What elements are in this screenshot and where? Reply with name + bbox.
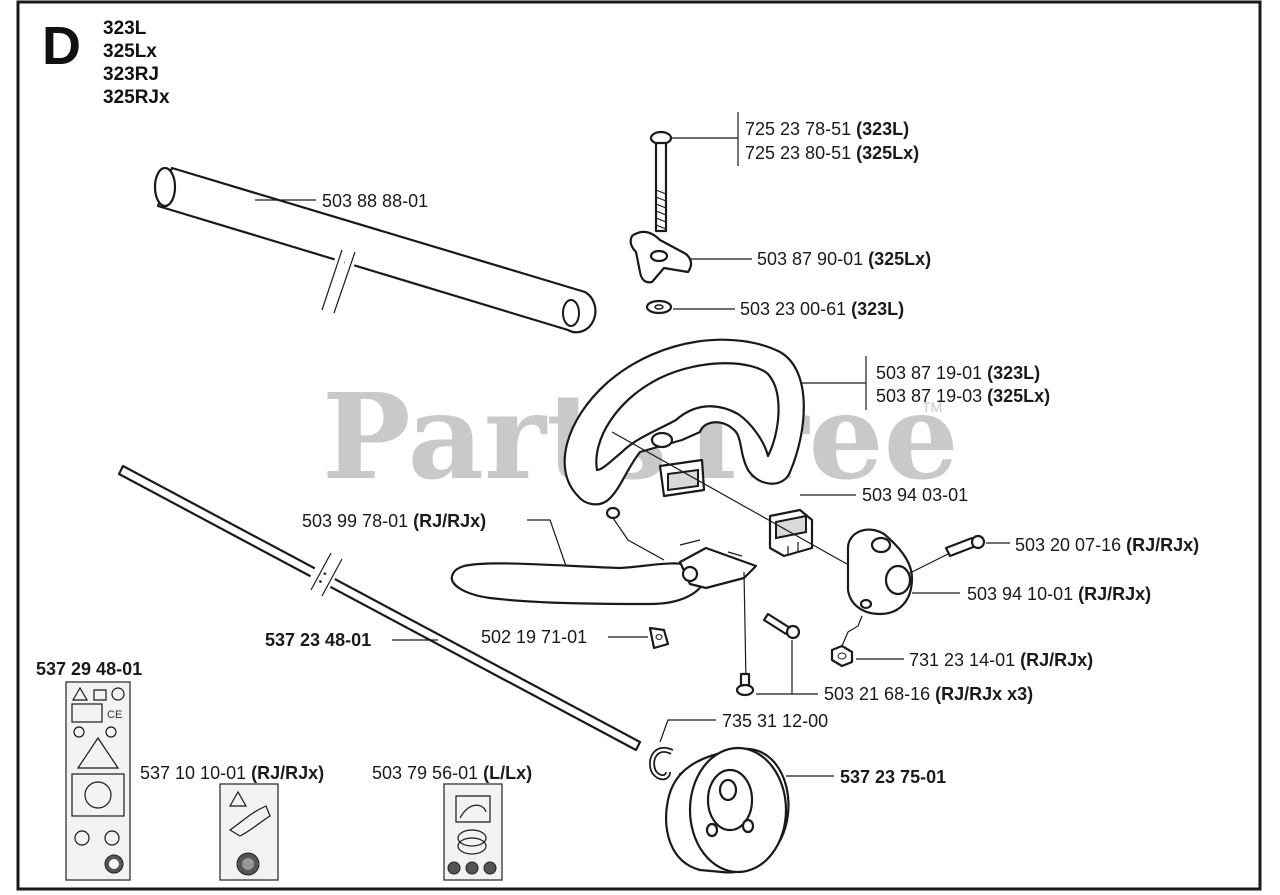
screw-short-drawing: [735, 672, 755, 697]
shaft-drawing: [117, 464, 642, 752]
label-bolt-323l: 725 23 78-51 (323L): [745, 119, 909, 139]
label-decal-l: 503 79 56-01 (L/Lx): [372, 763, 532, 783]
label-handle-323l: 503 87 19-01 (323L): [876, 363, 1040, 383]
bolt-drawing: [649, 130, 673, 233]
tube-drawing: [153, 166, 597, 334]
label-decal-main: 537 29 48-01: [36, 659, 142, 679]
rj-handle-leader: [527, 519, 567, 567]
assembly-axis: [611, 431, 855, 569]
watermark-tm: TM: [922, 399, 942, 415]
bolt-leader: [672, 112, 739, 166]
label-screw-top: 503 20 07-16 (RJ/RJx): [1015, 535, 1199, 555]
label-bolt-325lx: 725 23 80-51 (325Lx): [745, 143, 919, 163]
circlip-drawing: [649, 747, 674, 781]
label-bracket: 503 94 10-01 (RJ/RJx): [967, 584, 1151, 604]
washer-drawing: [645, 299, 673, 315]
label-clamp: 503 94 03-01: [862, 485, 968, 505]
label-tube: 503 88 88-01: [322, 191, 428, 211]
screw-top-drawing: [907, 534, 986, 575]
label-square-nut: 502 19 71-01: [481, 627, 587, 647]
rj-handle-drawing: [450, 506, 758, 606]
label-circlip: 735 31 12-00: [722, 711, 828, 731]
decal-ce-mark: CE: [107, 709, 122, 721]
label-decal-rj: 537 10 10-01 (RJ/RJx): [140, 763, 324, 783]
decal-main-drawing: CE: [65, 681, 131, 881]
section-letter: D: [42, 16, 81, 76]
rj-handle-guides: [612, 517, 747, 683]
model-1: 323L: [103, 18, 147, 39]
label-handle-325lx: 503 87 19-03 (325Lx): [876, 386, 1050, 406]
screws-leader: [756, 640, 818, 695]
loop-handle-drawing: [563, 338, 805, 506]
model-4: 325RJx: [103, 87, 170, 108]
model-3: 323RJ: [103, 64, 159, 85]
label-washer: 503 23 00-61 (323L): [740, 299, 904, 319]
label-shaft: 537 23 48-01: [265, 630, 371, 650]
label-wing-knob: 503 87 90-01 (325Lx): [757, 249, 931, 269]
label-nut: 731 23 14-01 (RJ/RJx): [909, 650, 1093, 670]
square-nut-drawing: [648, 626, 670, 650]
label-screws: 503 21 68-16 (RJ/RJx x3): [824, 684, 1033, 704]
diagram-border: [16, 0, 1262, 891]
model-2: 325Lx: [103, 41, 157, 62]
decal-l-drawing: [443, 783, 503, 881]
bracket-drawing: [846, 528, 914, 616]
handle-leader: [800, 356, 867, 410]
decal-rj-drawing: [219, 783, 279, 881]
nut-drawing: [830, 615, 863, 668]
screw-long-drawing: [762, 612, 801, 640]
wing-knob-drawing: [629, 230, 693, 284]
drum-drawing: [665, 746, 790, 874]
label-rj-handle: 503 99 78-01 (RJ/RJx): [302, 511, 486, 531]
circlip-leader: [659, 719, 716, 743]
label-drum: 537 23 75-01: [840, 767, 946, 787]
